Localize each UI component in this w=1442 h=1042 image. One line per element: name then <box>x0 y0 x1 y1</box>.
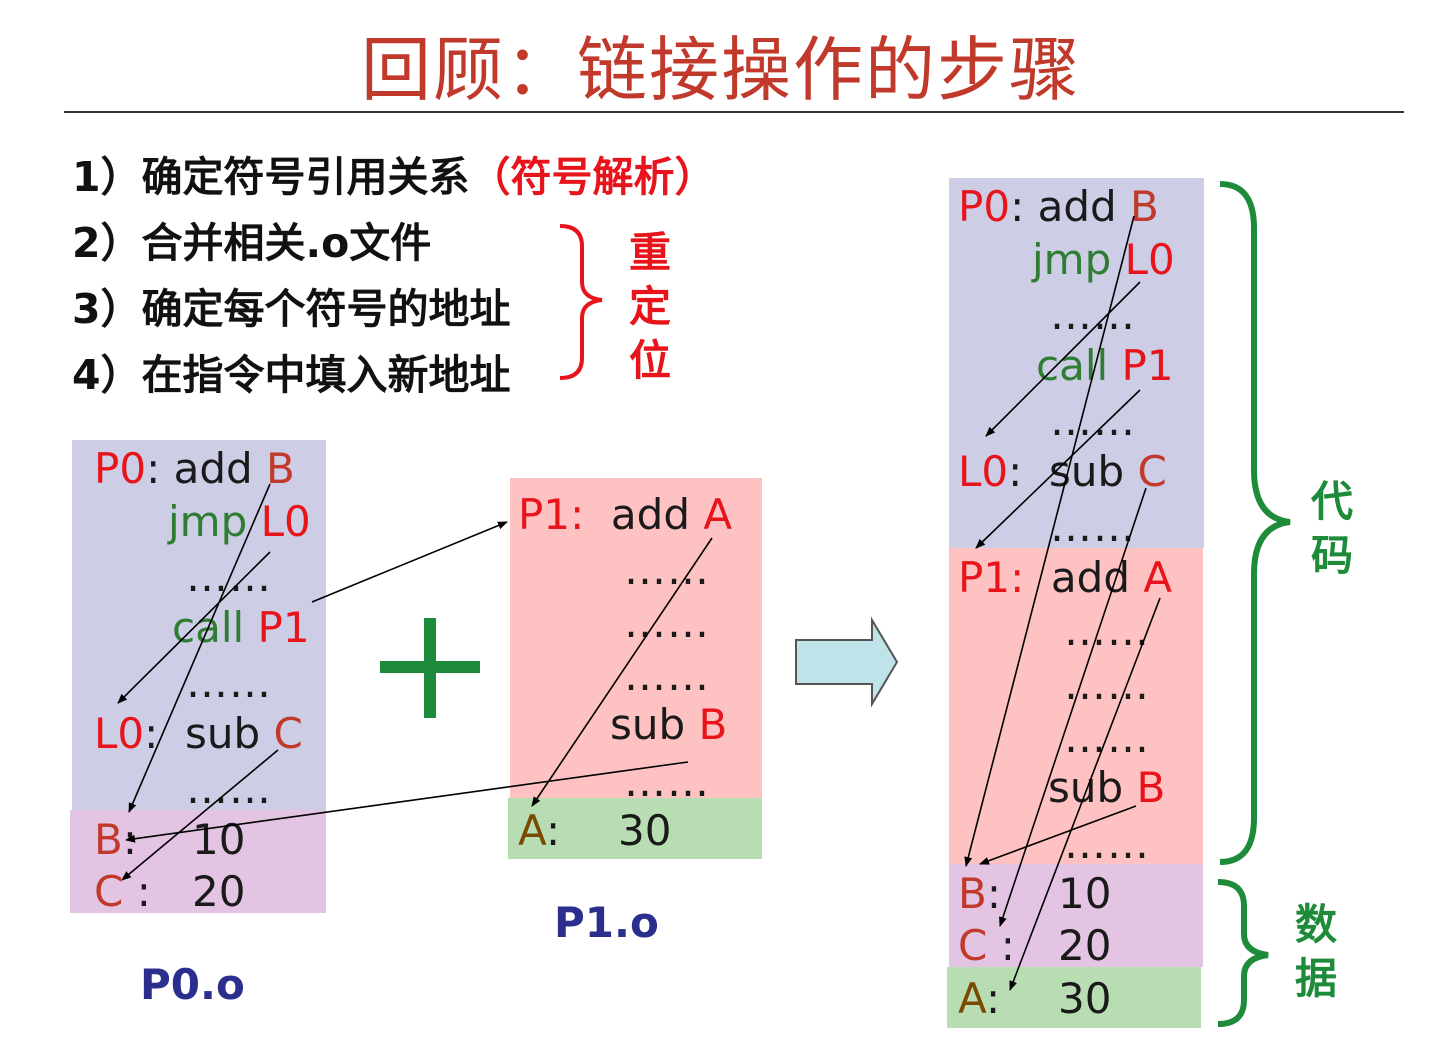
merged-data-b-value: 10 <box>1058 869 1112 918</box>
p1-data-a-value: 30 <box>618 806 672 855</box>
p1-data-region <box>508 798 762 859</box>
step-3: 3）确定每个符号的地址 <box>72 285 511 333</box>
step-4: 4）在指令中填入新地址 <box>72 351 511 399</box>
p0-line-jmp: jmp L0 <box>168 497 311 546</box>
merged-data-a: A: <box>958 974 1001 1023</box>
merged-ref-b-arrow <box>964 215 1135 867</box>
step-2: 2）合并相关.o文件 <box>72 219 432 267</box>
merged-ref-b2-arrow <box>979 805 1137 865</box>
p1-file-name: P1.o <box>554 898 659 947</box>
merged-line-dots-5: …… <box>1064 660 1150 709</box>
data-label: 数 据 <box>1294 900 1337 1003</box>
code-brace-icon <box>1219 181 1291 865</box>
page-title: 回顾：链接操作的步骤 <box>361 29 1081 111</box>
p0-line-dots-2: …… <box>186 658 272 707</box>
merged-data-c-value: 20 <box>1058 921 1112 970</box>
p0-data-region <box>70 810 326 913</box>
p0-ref-p1-arrow <box>311 521 508 603</box>
merged-p0-code-region <box>949 178 1204 548</box>
merged-data-region-a <box>947 967 1201 1028</box>
p0-line-dots-3: …… <box>186 764 272 813</box>
step-1: 1）确定符号引用关系（符号解析） <box>72 153 716 201</box>
merged-line-dots-4: …… <box>1064 606 1150 655</box>
p1-line-dots-3: …… <box>624 651 710 700</box>
title-divider <box>64 111 1404 113</box>
merged-line-sub-b: sub B <box>1048 763 1166 812</box>
p0-ref-c-arrow <box>121 749 279 881</box>
merged-data-a-value: 30 <box>1058 974 1112 1023</box>
merged-line-add-a: P1: add A <box>958 553 1173 602</box>
p1-data-a: A: <box>518 806 561 855</box>
merged-data-region-bc <box>949 864 1203 967</box>
code-label: 代 码 <box>1310 477 1353 580</box>
p1-line-dots-1: …… <box>624 545 710 594</box>
right-arrow-icon <box>795 616 899 708</box>
merged-line-add-b: P0: add B <box>958 182 1159 231</box>
p1-ref-b-arrow <box>125 761 689 843</box>
merged-line-dots-1: …… <box>1050 290 1136 339</box>
p1-ref-a-arrow <box>531 537 713 807</box>
relocation-label: 重 定 位 <box>628 228 671 385</box>
p1-line-sub: sub B <box>610 700 728 749</box>
p0-file-name: P0.o <box>140 960 245 1009</box>
p0-data-c: C : <box>94 867 151 916</box>
data-brace-icon <box>1217 879 1269 1027</box>
relocation-brace-icon <box>559 224 603 380</box>
merged-ref-a-arrow <box>1009 597 1161 991</box>
p0-code-region <box>72 440 326 810</box>
plus-icon <box>380 618 480 718</box>
merged-line-dots-3: …… <box>1050 502 1136 551</box>
merged-ref-c-arrow <box>999 487 1147 927</box>
merged-line-jmp: jmp L0 <box>1032 235 1175 284</box>
p1-code-region <box>510 478 762 798</box>
merged-data-b: B: <box>958 869 1001 918</box>
merged-line-sub-c: L0: sub C <box>958 447 1167 496</box>
merged-ref-p1-arrow <box>975 389 1141 549</box>
p0-data-b-value: 10 <box>192 815 246 864</box>
merged-p1-code-region <box>949 548 1203 864</box>
merged-ref-l0-arrow <box>985 281 1141 437</box>
p0-data-c-value: 20 <box>192 867 246 916</box>
p0-line-sub: L0: sub C <box>94 709 303 758</box>
p0-ref-l0-arrow <box>117 551 271 704</box>
p0-line-add: P0: add B <box>94 444 295 493</box>
p0-ref-b-arrow <box>128 483 271 813</box>
p1-line-add: P1: add A <box>518 490 733 539</box>
p0-line-call: call P1 <box>172 603 310 652</box>
merged-data-c: C : <box>958 921 1015 970</box>
